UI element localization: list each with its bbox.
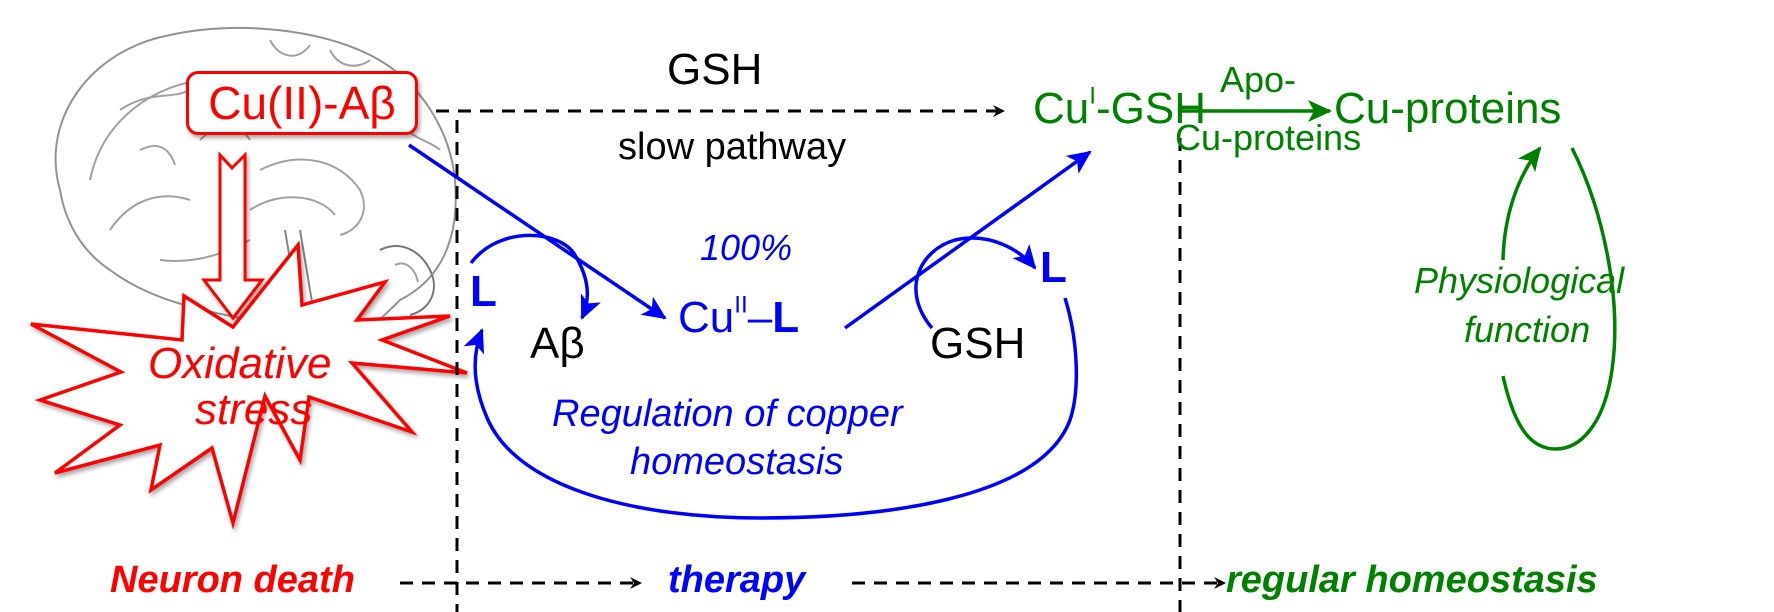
ligand-left: L xyxy=(470,267,497,316)
green-cycle-visible-bottom xyxy=(1501,375,1557,451)
outcome-therapy: therapy xyxy=(668,559,806,601)
slow-pathway-label: slow pathway xyxy=(618,126,847,168)
cu-gsh-rest: -GSH xyxy=(1095,84,1206,133)
regulation-line2: homeostasis xyxy=(630,441,844,483)
green-cycle-visible-right xyxy=(1555,147,1617,451)
toxic-down-arrow xyxy=(200,151,266,321)
cu-gsh-oxidation: I xyxy=(1089,82,1096,110)
cu-ligand-oxidation: II xyxy=(734,291,748,319)
cu-abeta-complex-box: Cu(II)-Aβ xyxy=(186,71,418,135)
arrow-l-to-abeta xyxy=(469,233,601,320)
cu-ligand-base: Cu xyxy=(678,293,735,342)
oxidative-stress-line2: stress xyxy=(195,385,313,434)
physiological-line2: function xyxy=(1464,309,1591,350)
arrow-cuab-to-cul xyxy=(408,143,667,320)
regulation-loop-arrow xyxy=(463,297,1079,520)
cu-gsh-complex: CuI-GSH xyxy=(1033,84,1206,133)
green-cycle-visible-left xyxy=(1501,146,1542,261)
abeta-released: Aβ xyxy=(530,319,585,368)
oxidative-stress-line1: Oxidative xyxy=(148,339,332,388)
ligand-right: L xyxy=(1040,243,1067,292)
cu-abeta-label: Cu(II)-Aβ xyxy=(208,77,396,129)
cu-gsh-base: Cu xyxy=(1033,84,1090,133)
cu-ligand-sep: – xyxy=(747,293,773,342)
cu-ligand-l: L xyxy=(772,293,800,342)
arrow-gsh-to-l xyxy=(914,236,1037,330)
arrow-cul-to-cugsh xyxy=(843,150,1092,330)
slow-pathway-reagent: GSH xyxy=(667,45,763,94)
outcome-regular-homeostasis: regular homeostasis xyxy=(1226,559,1598,601)
outcome-neuron-death: Neuron death xyxy=(110,559,355,601)
apo-label: Apo- xyxy=(1220,59,1297,100)
gsh-reductant: GSH xyxy=(930,319,1026,368)
cu-proteins-product: Cu-proteins xyxy=(1334,84,1562,133)
apo-cu-proteins-label: Cu-proteins xyxy=(1175,117,1362,158)
regulation-line1: Regulation of copper xyxy=(552,393,903,435)
oxidative-stress-burst xyxy=(30,240,468,530)
physiological-line1: Physiological xyxy=(1414,260,1625,301)
therapy-percent: 100% xyxy=(700,227,793,268)
cu-ligand-complex: CuII–L xyxy=(678,293,800,342)
